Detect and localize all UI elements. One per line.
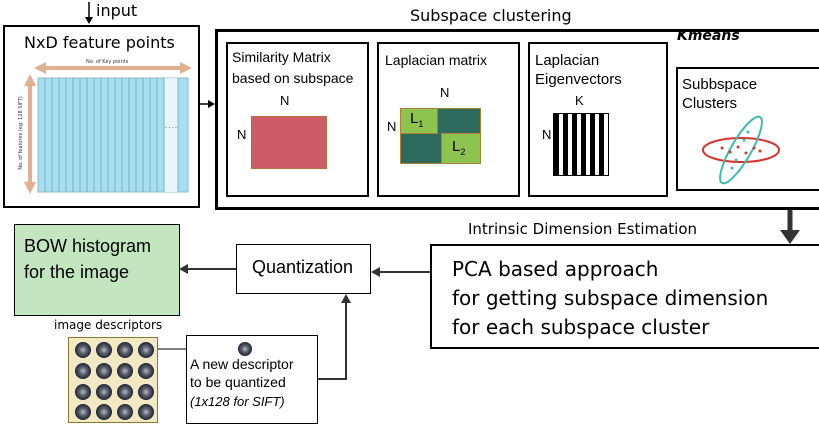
descriptor-dot [96,404,112,420]
descriptor-dot [138,342,154,358]
clusters-title-2: Clusters [682,95,738,112]
similarity-title-2: based on subspace [232,70,354,86]
quantization-label: Quantization [252,257,354,277]
similarity-matrix [251,116,327,169]
descriptor-to-quantization-arrow [318,301,347,380]
bow-histogram-box [14,224,180,316]
descriptor-dot [75,342,91,358]
eigenvectors-title-1: Laplacian [535,52,600,69]
similarity-row-label: N [237,127,247,142]
clusters-box [676,67,819,191]
descriptor-dot [96,384,112,400]
laplacian-col-label: N [440,85,450,100]
clusters-title-1: Subbspace [682,76,758,93]
descriptor-dot [75,404,91,420]
new-descriptor-line-3: (1x128 for SIFT) [190,394,285,409]
new-descriptor-box [186,335,318,424]
new-descriptor-line-1: A new descriptor [190,356,294,372]
image-descriptors-label: image descriptors [54,318,163,332]
new-descriptor-line-2: to be quantized [190,374,286,390]
input-arrow-head [85,17,93,24]
descriptor-dot [117,363,133,379]
laplacian-title: Laplacian matrix [385,52,487,68]
laplacian-matrix: L1 L2 [400,108,481,164]
descriptor-dot [96,363,112,379]
eigenvectors-title-2: Eigenvectors [535,71,622,88]
eigenvectors-row-label: N [542,127,552,142]
quantization-box [236,244,371,294]
descriptor-dot [138,363,154,379]
eigenvectors-matrix [553,113,609,176]
descriptor-dot [75,384,91,400]
new-descriptor-dot [238,342,252,356]
similarity-title-1: Similarity Matrix [232,49,331,65]
bow-line-2: for the image [24,262,130,282]
pca-line-2: for getting subspace dimension [452,286,769,310]
kmeans-label: Kmeans [677,28,740,44]
descriptor-dot [96,342,112,358]
intrinsic-dimension-label: Intrinsic Dimension Estimation [468,220,698,238]
laplacian-row-label: N [387,119,397,134]
descriptor-dot [138,404,154,420]
descriptor-dot [75,363,91,379]
laplacian-block-2: L2 [441,133,480,163]
pca-line-3: for each subspace cluster [452,315,710,339]
similarity-col-label: N [280,93,290,108]
descriptor-dot [117,404,133,420]
descriptor-dot [138,384,154,400]
cluster-ellipse-teal [719,115,763,185]
input-label: input [96,1,138,20]
subspace-clustering-title: Subspace clustering [410,6,572,25]
bow-line-1: BOW histogram [24,236,152,256]
key-points-label: No. of Key points [86,59,129,65]
cluster-ellipse-red [702,137,780,163]
descriptor-dot [117,384,133,400]
feature-bars [37,77,189,193]
descriptor-dot [117,342,133,358]
pca-line-1: PCA based approach [452,257,659,281]
eigenvectors-col-label: K [575,93,584,108]
feature-points-title: NxD feature points [24,33,175,52]
laplacian-block-1: L1 [401,109,438,134]
cluster-points [720,145,762,155]
pca-box [430,244,819,349]
feature-ellipsis: - - - - [165,125,177,131]
